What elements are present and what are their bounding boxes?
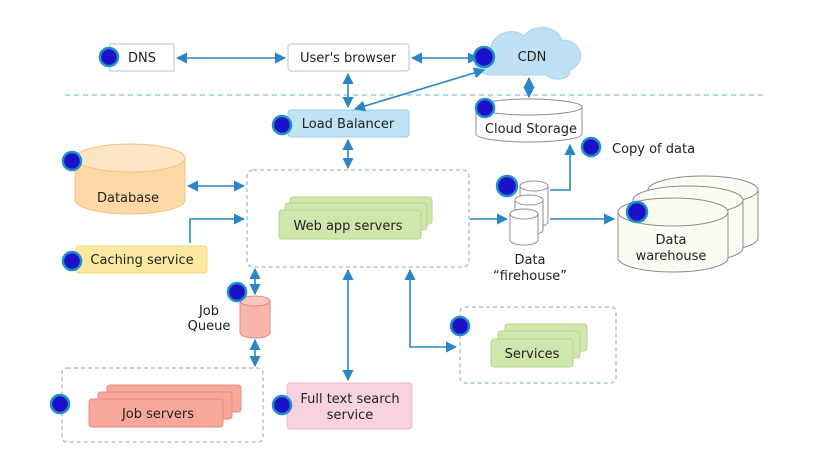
edge-firehose-storage bbox=[550, 143, 576, 191]
marker-dot-icon bbox=[449, 315, 471, 337]
marker-dot-icon bbox=[472, 45, 496, 69]
data-firehose-node[interactable]: Data “firehouse” bbox=[493, 180, 567, 284]
services-node[interactable]: Services bbox=[490, 323, 588, 368]
load-balancer-node[interactable]: Load Balancer bbox=[287, 109, 410, 138]
job-queue-node[interactable]: Job Queue bbox=[188, 295, 271, 339]
cdn-label: CDN bbox=[518, 50, 547, 65]
load-balancer-label: Load Balancer bbox=[302, 117, 395, 132]
web-app-servers-node[interactable]: Web app servers bbox=[278, 196, 433, 240]
marker-dot-icon bbox=[226, 281, 248, 303]
services-group bbox=[459, 306, 617, 384]
job-queue-label-line1: Job bbox=[198, 304, 219, 319]
marker-dot-icon bbox=[49, 393, 71, 415]
database-node[interactable]: Database bbox=[74, 143, 186, 215]
marker-dot-icon bbox=[625, 200, 649, 224]
full-text-search-node[interactable]: Full text search service bbox=[286, 382, 413, 430]
marker-dot-icon bbox=[98, 46, 120, 68]
data-warehouse-label-line1: Data bbox=[655, 233, 686, 248]
marker-dot-icon bbox=[271, 114, 293, 136]
marker-dot-icon bbox=[271, 394, 293, 416]
web-tier-group bbox=[246, 169, 470, 268]
cdn-node[interactable]: CDN bbox=[474, 27, 581, 80]
full-text-search-label-line1: Full text search bbox=[300, 392, 399, 407]
marker-dot-icon bbox=[580, 136, 602, 158]
job-servers-label: Job servers bbox=[121, 407, 194, 422]
browser-node[interactable]: User's browser bbox=[287, 43, 410, 72]
connectors bbox=[175, 52, 616, 382]
copy-of-data-label: Copy of data bbox=[612, 142, 695, 157]
data-warehouse-node[interactable]: Data warehouse bbox=[617, 175, 759, 273]
caching-service-node[interactable]: Caching service bbox=[75, 245, 208, 274]
edge-web-services bbox=[404, 268, 458, 353]
badges bbox=[49, 45, 649, 416]
marker-dot-icon bbox=[61, 250, 83, 272]
data-firehose-label-line1: Data bbox=[514, 253, 545, 268]
job-servers-node[interactable]: Job servers bbox=[88, 384, 242, 428]
caching-service-label: Caching service bbox=[90, 253, 193, 268]
web-app-servers-label: Web app servers bbox=[293, 219, 402, 234]
data-firehose-label-line2: “firehouse” bbox=[493, 269, 567, 284]
marker-dot-icon bbox=[474, 97, 496, 119]
data-warehouse-label-line2: warehouse bbox=[636, 249, 707, 264]
edge-web-cache bbox=[189, 213, 246, 243]
database-label: Database bbox=[97, 191, 159, 206]
cloud-storage-label: Cloud Storage bbox=[485, 122, 577, 137]
marker-dot-icon bbox=[495, 174, 519, 198]
job-queue-label-line2: Queue bbox=[188, 319, 231, 334]
edge-lb-cdn bbox=[353, 67, 486, 112]
full-text-search-label-line2: service bbox=[327, 408, 374, 423]
marker-dot-icon bbox=[61, 150, 83, 172]
services-label: Services bbox=[505, 347, 560, 362]
dns-label: DNS bbox=[128, 51, 156, 66]
browser-label: User's browser bbox=[300, 51, 397, 66]
dns-node[interactable]: DNS bbox=[109, 43, 175, 72]
